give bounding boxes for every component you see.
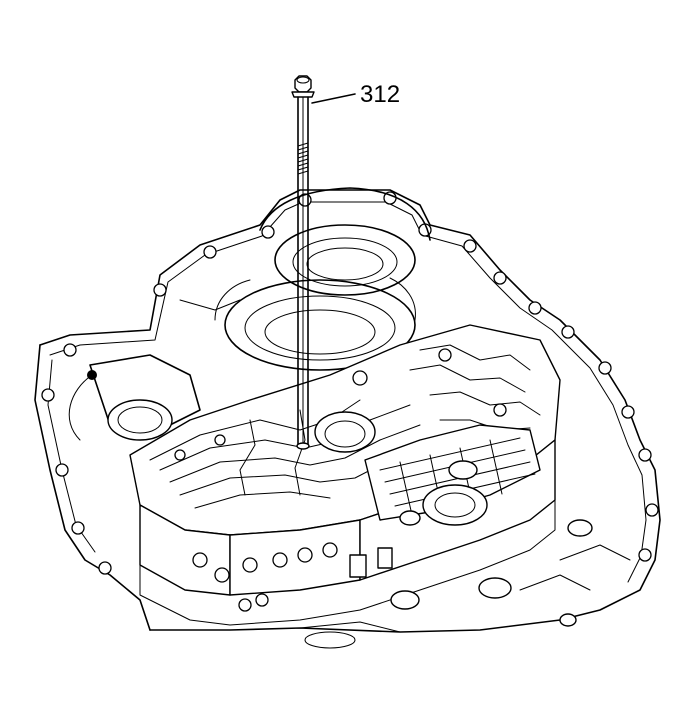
bearing-race [68,354,201,441]
accumulator-grid [364,424,541,526]
fluid-passages [149,344,541,509]
drum-bore [179,187,431,371]
bolt-threads [297,142,309,175]
valve-body [129,324,561,626]
callout-label: 312 [360,81,400,108]
callout-312: 312 [311,81,400,108]
valve-body-bolt [291,75,315,450]
case-lower-details [299,519,631,649]
transmission-case [34,189,661,633]
callout-leader-line [311,93,356,104]
valve-bore-ports [192,542,393,612]
